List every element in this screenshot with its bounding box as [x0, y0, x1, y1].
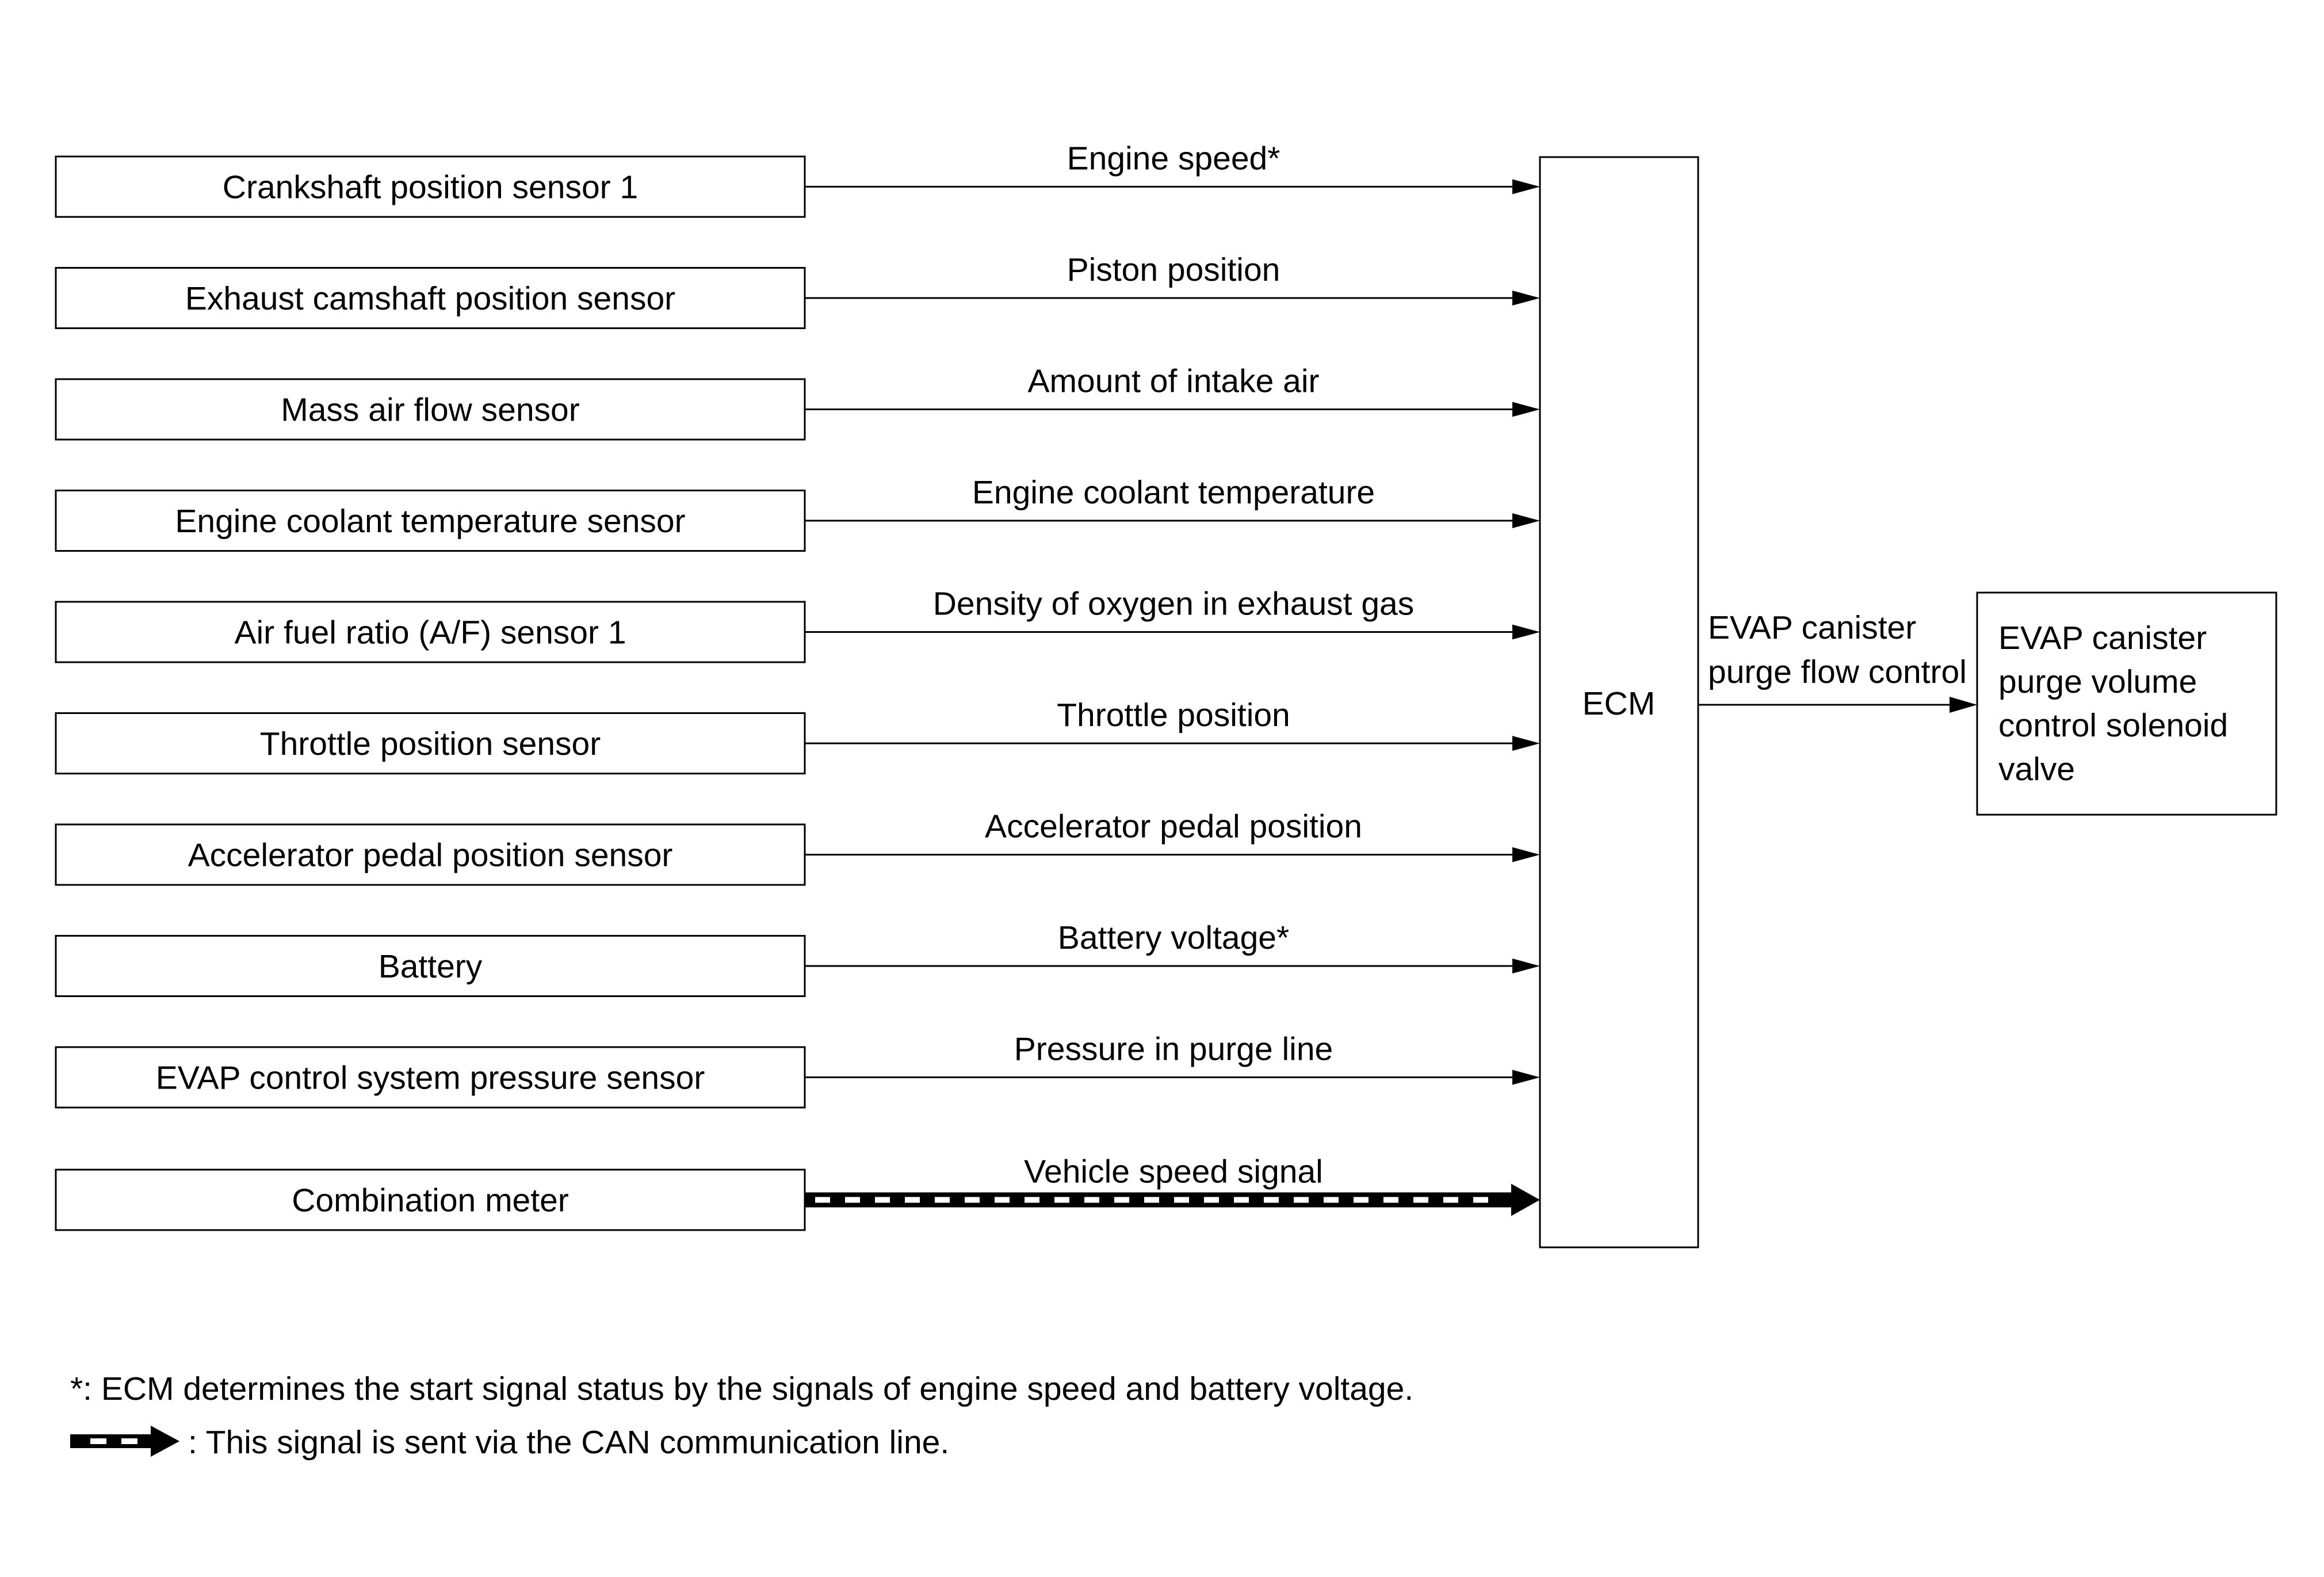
sensor-box: [55, 1169, 806, 1231]
signal-arrowhead: [1512, 513, 1540, 528]
actuator-line-1: EVAP canister: [1998, 620, 2207, 656]
actuator-line-2: purge volume: [1998, 663, 2197, 700]
input-row: Mass air flow sensor Amount of intake air: [55, 363, 1540, 441]
signal-label: Accelerator pedal position: [985, 808, 1362, 845]
signal-arrowhead: [1512, 291, 1540, 306]
output-signal-line-1: EVAP canister: [1708, 609, 1916, 646]
can-dash: [1084, 1197, 1099, 1203]
input-row: EVAP control system pressure sensor Press…: [55, 1031, 1540, 1109]
signal-label: Battery voltage*: [1058, 919, 1289, 956]
can-dash: [1413, 1197, 1428, 1203]
actuator-label: EVAP canister purge volume control solen…: [1998, 620, 2237, 788]
input-row: Air fuel ratio (A/F) sensor 1 Density of …: [55, 586, 1540, 663]
signal-label: Amount of intake air: [1028, 363, 1320, 400]
output-arrowhead: [1950, 697, 1977, 713]
actuator-line-4: valve: [1998, 751, 2075, 788]
can-dash: [935, 1197, 950, 1203]
can-dash: [965, 1197, 980, 1203]
signal-arrowhead: [1512, 624, 1540, 640]
input-row: Combination meter Vehicle speed signal: [55, 1154, 1540, 1231]
can-dash: [1264, 1197, 1279, 1203]
signal-arrowhead: [1512, 847, 1540, 862]
ecm-label: ECM: [1583, 685, 1656, 722]
can-dash: [1383, 1197, 1398, 1203]
sensor-label: Throttle position sensor: [260, 726, 601, 762]
can-dash: [1354, 1197, 1369, 1203]
can-dash: [1114, 1197, 1129, 1203]
sensor-label: Air fuel ratio (A/F) sensor 1: [234, 614, 626, 651]
input-row: Engine coolant temperature sensor Engine …: [55, 474, 1540, 552]
can-dash: [1025, 1197, 1039, 1203]
sensor-label: Combination meter: [292, 1182, 569, 1219]
can-dash: [845, 1197, 860, 1203]
input-signals: Crankshaft position sensor 1 Engine speed…: [55, 140, 1540, 1231]
sensor-box: [55, 267, 806, 329]
sensor-label: EVAP control system pressure sensor: [156, 1060, 705, 1097]
can-dash: [1473, 1197, 1488, 1203]
sensor-label: Accelerator pedal position sensor: [188, 837, 673, 874]
can-arrowhead: [1511, 1183, 1540, 1216]
can-dash: [1144, 1197, 1159, 1203]
can-dash: [875, 1197, 890, 1203]
can-dash: [1324, 1197, 1339, 1203]
signal-arrowhead: [1512, 179, 1540, 194]
sensor-box: [55, 1046, 806, 1109]
signal-arrowhead: [1512, 402, 1540, 417]
can-dash: [1443, 1197, 1458, 1203]
sensor-label: Battery: [379, 948, 483, 985]
signal-label: Pressure in purge line: [1014, 1031, 1333, 1068]
input-row: Accelerator pedal position sensor Acceler…: [55, 808, 1540, 886]
can-dash: [995, 1197, 1010, 1203]
actuator-box: [1976, 591, 2277, 816]
output-signal-line-2: purge flow control: [1708, 654, 1967, 690]
ecm-box: [1539, 156, 1699, 1248]
can-dash: [905, 1197, 920, 1203]
can-dash: [1054, 1197, 1069, 1203]
can-dash: [1234, 1197, 1249, 1203]
can-dash: [815, 1197, 830, 1203]
signal-label: Vehicle speed signal: [1024, 1154, 1323, 1190]
can-dash: [1174, 1197, 1189, 1203]
sensor-box: [55, 378, 806, 441]
can-dash: [1204, 1197, 1219, 1203]
output-signal-label: EVAP canister purge flow control: [1708, 609, 1967, 690]
sensor-label: Mass air flow sensor: [281, 392, 580, 429]
sensor-box: [55, 823, 806, 886]
can-dash: [1294, 1197, 1309, 1203]
sensor-box: [55, 155, 806, 218]
signal-label: Density of oxygen in exhaust gas: [933, 586, 1415, 623]
signal-label: Piston position: [1067, 251, 1281, 288]
signal-label: Engine coolant temperature: [972, 474, 1375, 511]
sensor-label: Exhaust camshaft position sensor: [185, 280, 675, 317]
sensor-label: Engine coolant temperature sensor: [175, 503, 685, 540]
can-note: : This signal is sent via the CAN commun…: [188, 1424, 949, 1461]
sensor-box: [55, 601, 806, 663]
signal-label: Throttle position: [1057, 697, 1290, 734]
input-row: Crankshaft position sensor 1 Engine speed…: [55, 140, 1540, 218]
signal-label: Engine speed*: [1067, 140, 1281, 177]
sensor-label: Crankshaft position sensor 1: [223, 169, 638, 206]
signal-arrowhead: [1512, 1070, 1540, 1085]
can-legend-icon: [70, 1426, 179, 1457]
signal-arrowhead: [1512, 736, 1540, 751]
signal-arrowhead: [1512, 959, 1540, 973]
asterisk-note: *: ECM determines the start signal statu…: [70, 1370, 1413, 1407]
sensor-box: [55, 712, 806, 774]
actuator-line-3: control solenoid: [1998, 707, 2228, 744]
input-row: Exhaust camshaft position sensor Piston p…: [55, 251, 1540, 329]
input-row: Battery Battery voltage*: [55, 919, 1540, 997]
input-row: Throttle position sensor Throttle positio…: [55, 697, 1540, 774]
sensor-box: [55, 490, 806, 552]
